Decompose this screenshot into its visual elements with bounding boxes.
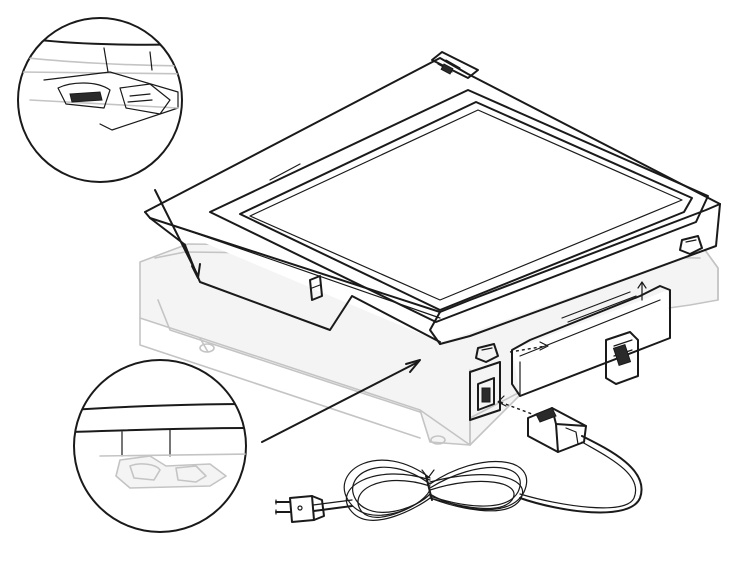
side-clip-right <box>679 235 703 255</box>
insert-arrow-upper <box>509 341 549 353</box>
detail-circle-upper <box>17 17 183 183</box>
side-clip-left <box>475 343 499 363</box>
power-connector <box>527 407 587 453</box>
ac-inlet <box>469 361 501 421</box>
scanner-lid <box>144 51 721 345</box>
glass-platen <box>209 89 709 323</box>
detail-circle-lower <box>73 359 247 533</box>
power-plug <box>275 495 325 523</box>
power-cable <box>305 435 643 521</box>
transparency-adapter-bracket <box>511 281 671 397</box>
callout-leader-upper <box>154 189 201 279</box>
callout-leader-lower <box>261 359 421 443</box>
